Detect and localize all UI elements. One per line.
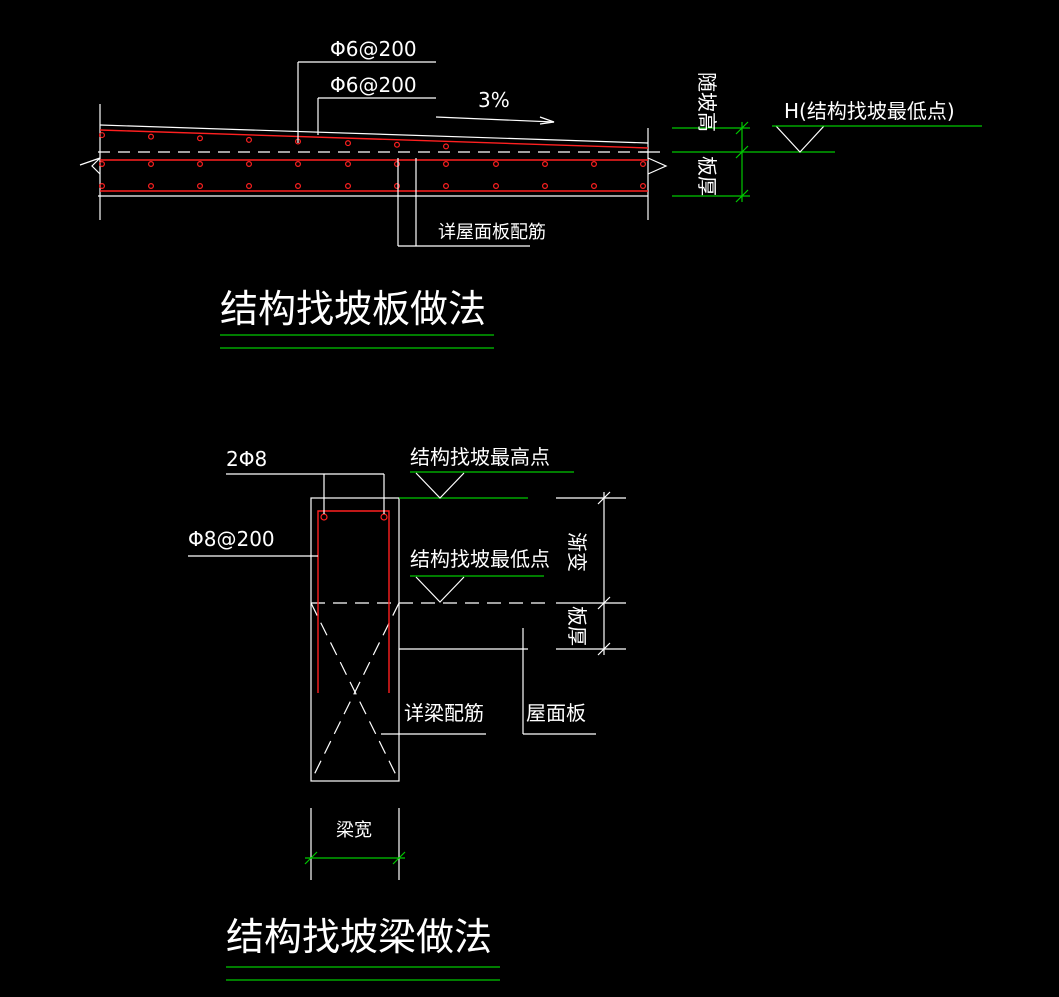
- slope-arrow-head: [539, 116, 555, 125]
- beam-top-bars-label: 2Φ8: [226, 447, 267, 471]
- break-line-right: [647, 157, 668, 175]
- rebar-dot: [295, 183, 302, 190]
- slab-slope-label: 3%: [478, 88, 510, 112]
- rebar-dot: [345, 183, 352, 190]
- rebar-dot: [541, 183, 548, 190]
- rebar-dot: [394, 161, 401, 168]
- rebar-dot: [98, 161, 105, 168]
- rebar-dot: [590, 161, 597, 168]
- rebar-dot: [148, 161, 155, 168]
- rebar-dot: [493, 183, 500, 190]
- slab-h-label: H(结构找坡最低点): [784, 99, 955, 123]
- rebar-dot: [246, 136, 253, 143]
- rebar-dot: [197, 161, 204, 168]
- lowest-level-triangle: [415, 576, 465, 603]
- rebar-dots: [98, 132, 646, 190]
- dim-tick-top: [735, 121, 749, 135]
- rebar-dot: [246, 161, 253, 168]
- beam-detail: 2Φ8 Φ8@200 结构找坡最高点 结构找坡最低点 屋面板 详梁配筋 渐变 板…: [188, 445, 626, 981]
- beam-width-label: 梁宽: [336, 820, 372, 841]
- rebar-dot: [443, 183, 450, 190]
- dim-tick-bottom: [735, 189, 749, 203]
- dim-tick-middle: [735, 145, 749, 159]
- beam-top-bar-right: [380, 513, 388, 521]
- slab-ref-reinforcement-label: 详屋面板配筋: [438, 222, 546, 243]
- slope-arrow-line: [435, 116, 555, 123]
- beam-diagonal-2: [310, 602, 400, 782]
- beam-roof-slab-label: 屋面板: [526, 701, 586, 725]
- beam-ref-reinforcement-label: 详梁配筋: [404, 701, 484, 725]
- rebar-dot: [493, 161, 500, 168]
- beam-lowest-point-label: 结构找坡最低点: [410, 547, 550, 571]
- rebar-top-sloped: [99, 129, 649, 149]
- beam-dim-tick-middle: [597, 596, 611, 610]
- slab-detail-title: 结构找坡板做法: [220, 287, 486, 331]
- rebar-dot: [197, 135, 204, 142]
- rebar-dot: [98, 132, 105, 139]
- beam-slab-thickness-label: 板厚: [565, 606, 589, 646]
- beam-top-bar-left: [320, 513, 328, 521]
- rebar-dot: [148, 183, 155, 190]
- beam-dim-tick-bottom: [597, 642, 611, 656]
- level-symbol-triangle: [775, 125, 825, 153]
- highest-level-triangle: [415, 472, 465, 499]
- beam-stirrups-label: Φ8@200: [188, 527, 275, 551]
- rebar-dot: [541, 161, 548, 168]
- slab-thickness-label: 板厚: [695, 156, 719, 196]
- rebar-dot: [443, 143, 450, 150]
- rebar-dot: [246, 183, 253, 190]
- rebar-dot: [639, 161, 646, 168]
- rebar-dot: [295, 161, 302, 168]
- slab-rebar-bottom-label: Φ6@200: [330, 73, 417, 97]
- slab-varying-height-label: 随坡高: [695, 72, 719, 132]
- rebar-dot: [590, 183, 597, 190]
- rebar-dot: [443, 161, 450, 168]
- rebar-dot: [98, 183, 105, 190]
- rebar-dot: [197, 183, 204, 190]
- slab-rebar-top-label: Φ6@200: [330, 37, 417, 61]
- rebar-dot: [148, 133, 155, 140]
- slab-detail: 详屋面板配筋 Φ6@200 Φ6@200 3% 随坡高 板厚 H(结构找坡最低点…: [79, 37, 982, 349]
- slab-top-sloped-edge: [99, 124, 649, 144]
- rebar-dot: [639, 183, 646, 190]
- beam-width-tick-left: [304, 851, 318, 865]
- break-line-left: [79, 157, 101, 175]
- beam-highest-point-label: 结构找坡最高点: [410, 445, 550, 469]
- rebar-dot: [394, 141, 401, 148]
- beam-outline: [310, 497, 400, 782]
- rebar-dot: [345, 140, 352, 147]
- beam-stirrup: [317, 510, 390, 693]
- beam-detail-title: 结构找坡梁做法: [226, 915, 492, 959]
- beam-varying-label: 渐变: [565, 532, 589, 572]
- beam-width-tick-right: [392, 851, 406, 865]
- rebar-dot: [394, 183, 401, 190]
- rebar-dot: [345, 161, 352, 168]
- beam-dim-tick-top: [597, 491, 611, 505]
